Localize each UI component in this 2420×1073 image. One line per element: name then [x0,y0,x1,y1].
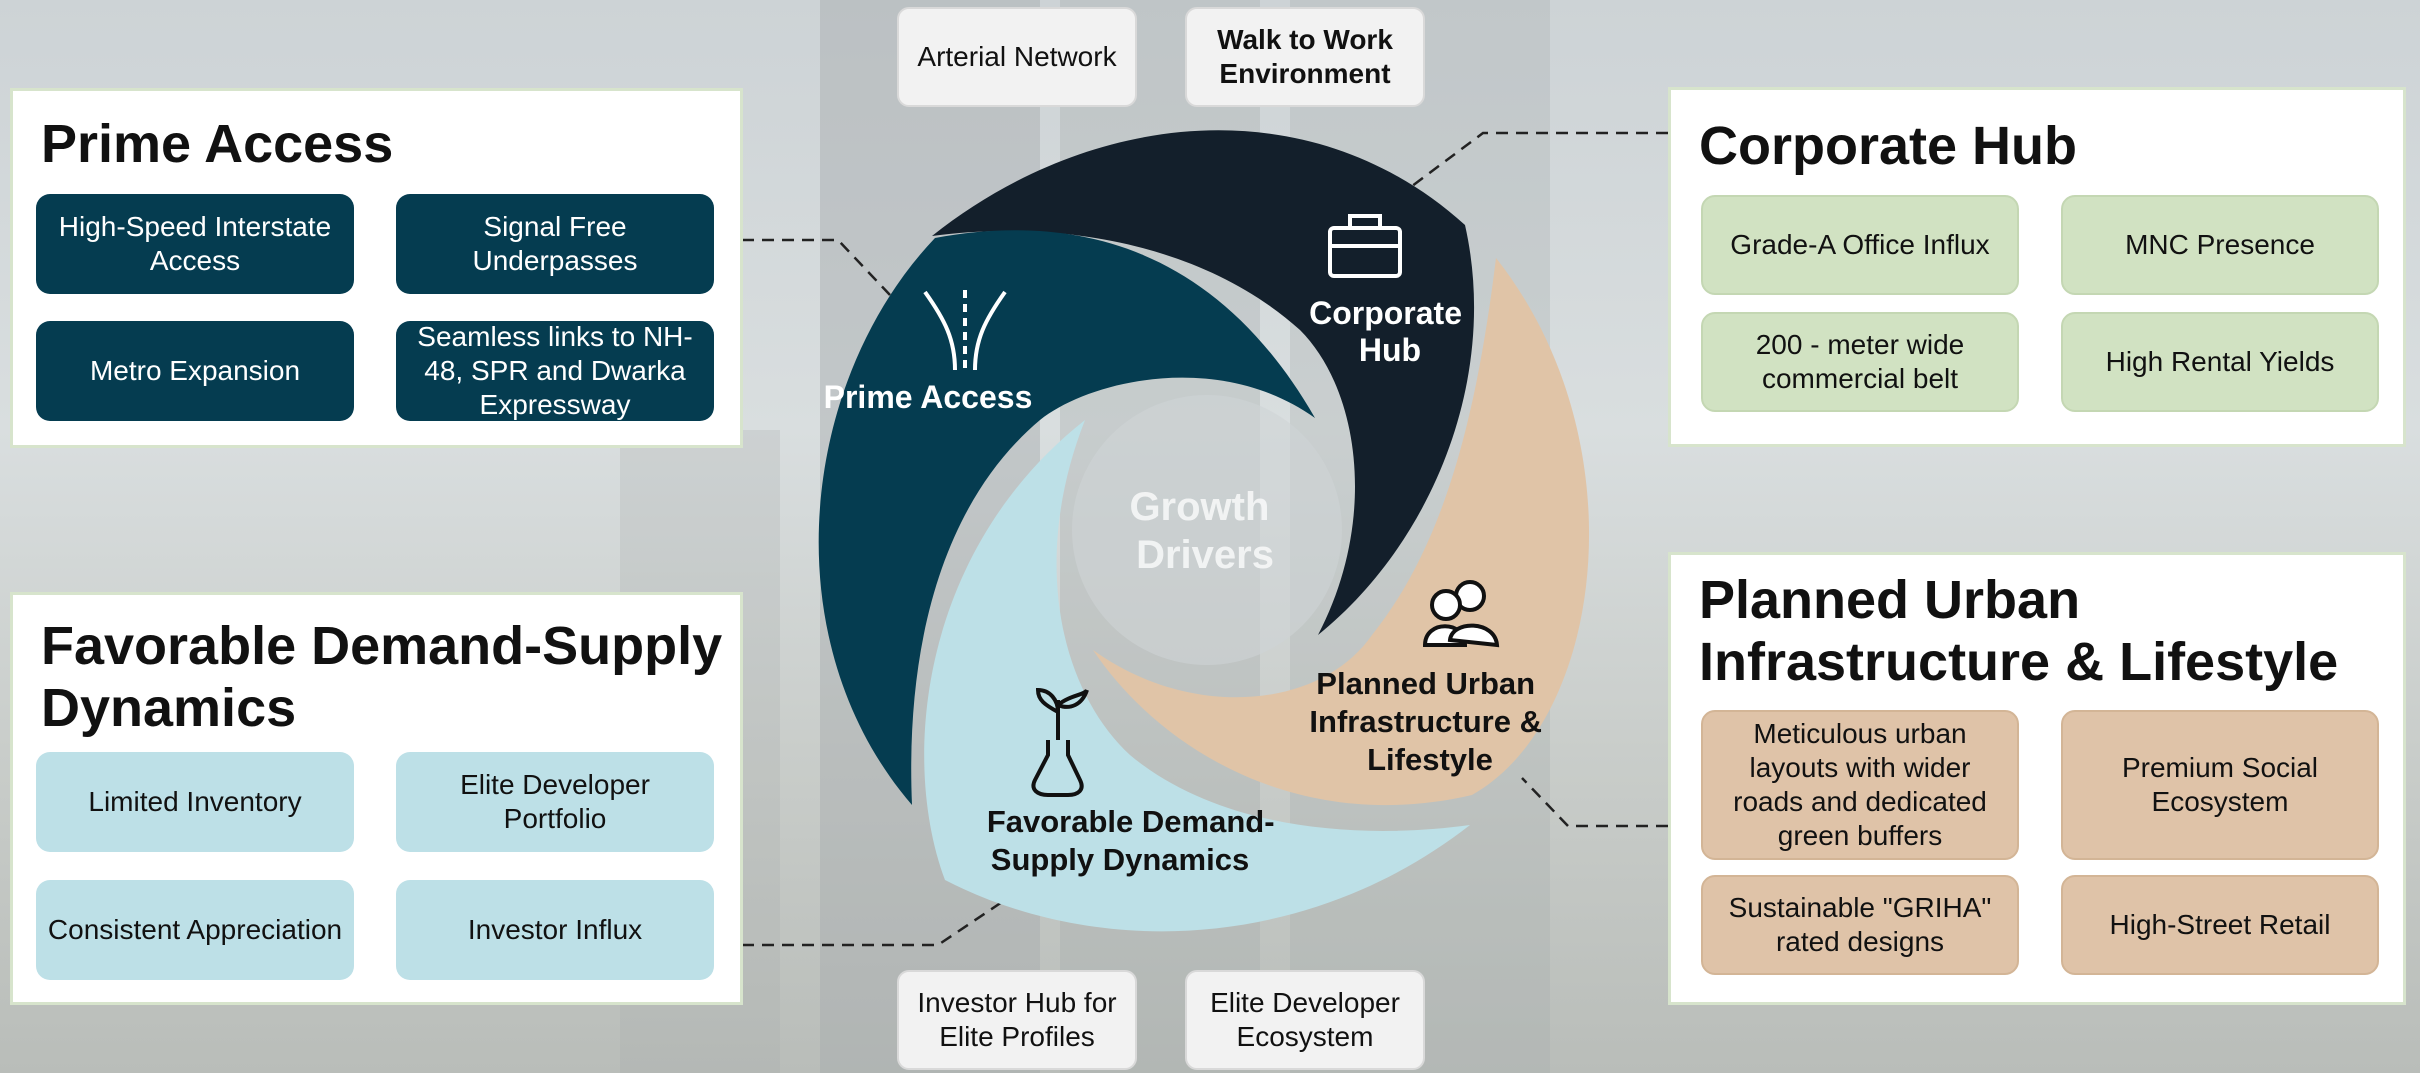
chip-consistent-appreciation: Consistent Appreciation [36,880,354,980]
plant-flask-icon [1031,687,1089,797]
chip-metro-expansion: Metro Expansion [36,321,354,421]
chip-signal-free-underpasses: Signal Free Underpasses [396,194,714,294]
tag-elite-developer-ecosystem: Elite Developer Ecosystem [1185,970,1425,1070]
chip-premium-social: Premium Social Ecosystem [2061,710,2379,860]
connector-corporate-hub [1399,131,1668,197]
chip-griha-designs: Sustainable "GRIHA" rated designs [1701,875,2019,975]
center-label: Growth Drivers [1129,485,1280,577]
segment-demand [924,420,1470,932]
chip-mnc-presence: MNC Presence [2061,195,2379,295]
connector-demand [742,898,1006,947]
chip-elite-developer-portfolio: Elite Developer Portfolio [396,752,714,852]
chip-urban-layouts: Meticulous urban layouts with wider road… [1701,710,2019,860]
people-icon [1422,580,1500,648]
panel-corporate-hub: Corporate Hub Grade-A Office Influx MNC … [1668,87,2406,447]
panel-title: Corporate Hub [1699,116,2077,176]
segment-corporate-hub [932,130,1475,635]
briefcase-icon [1328,214,1402,278]
segment-label-urban: Planned Urban Infrastructure & Lifestyle [1309,666,1550,777]
segment-label-prime-access: Prime Access [824,379,1033,415]
segment-label-corporate-hub: Corporate Hub [1309,295,1471,368]
chip-rental-yields: High Rental Yields [2061,312,2379,412]
chip-grade-a-office: Grade-A Office Influx [1701,195,2019,295]
chip-seamless-links: Seamless links to NH-48, SPR and Dwarka … [396,321,714,421]
tag-walk-to-work: Walk to Work Environment [1185,7,1425,107]
chip-high-speed-access: High-Speed Interstate Access [36,194,354,294]
panel-title: Prime Access [41,114,394,174]
chip-investor-influx: Investor Influx [396,880,714,980]
chip-limited-inventory: Limited Inventory [36,752,354,852]
panel-prime-access: Prime Access High-Speed Interstate Acces… [10,88,743,448]
tag-investor-hub: Investor Hub for Elite Profiles [897,970,1137,1070]
panel-demand-supply: Favorable Demand-Supply Dynamics Limited… [10,592,743,1005]
chip-commercial-belt: 200 - meter wide commercial belt [1701,312,2019,412]
segment-prime-access [818,230,1315,806]
segment-label-demand: Favorable Demand- Supply Dynamics [987,804,1283,877]
chip-high-street-retail: High-Street Retail [2061,875,2379,975]
wheel-center [1072,395,1342,665]
segment-urban [1093,258,1590,806]
road-icon [923,290,1007,371]
tag-arterial-network: Arterial Network [897,7,1137,107]
panel-planned-urban: Planned Urban Infrastructure & Lifestyle… [1668,552,2406,1005]
panel-title: Favorable Demand-Supply Dynamics [41,616,723,738]
connector-urban [1521,777,1668,828]
connector-prime-access [742,238,891,296]
panel-title: Planned Urban Infrastructure & Lifestyle [1699,570,2339,692]
